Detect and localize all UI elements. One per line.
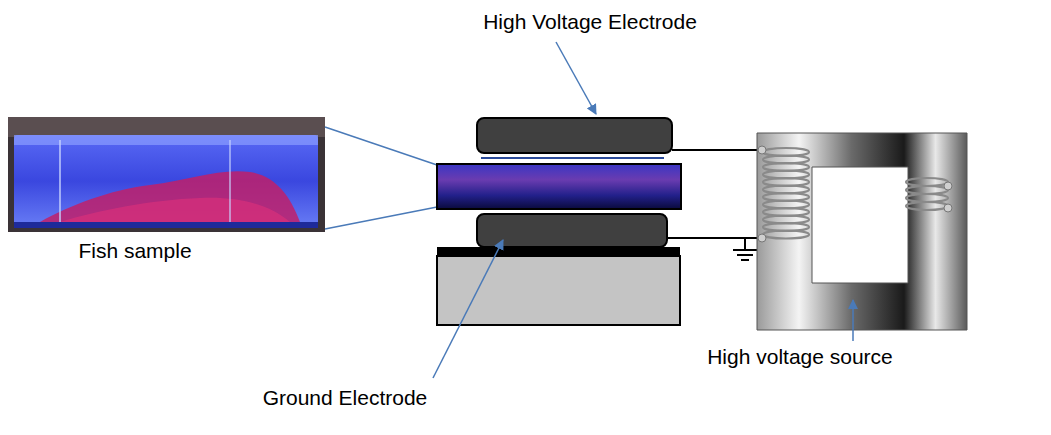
coil-turn <box>906 178 948 186</box>
terminal <box>758 234 766 242</box>
leader-arrow <box>852 300 854 341</box>
fish-fillet <box>60 198 290 222</box>
terminal <box>758 146 766 154</box>
sample-label: Fish sample <box>78 238 191 263</box>
coil-turn <box>906 186 948 194</box>
container-base <box>14 222 318 228</box>
high-voltage-electrode <box>477 118 672 153</box>
light-reflection <box>59 140 61 222</box>
photo-background <box>8 117 325 232</box>
light-reflection <box>229 140 231 222</box>
electrode-label: Ground Electrode <box>263 385 428 410</box>
source-label: High voltage source <box>707 344 893 369</box>
terminal <box>944 182 952 190</box>
ground-symbol <box>733 238 757 260</box>
sample-container <box>14 135 318 227</box>
electrode-label: High Voltage Electrode <box>483 9 697 34</box>
photo-background <box>8 117 325 137</box>
secondary-coil <box>906 178 948 210</box>
coil-turn <box>906 194 948 202</box>
terminal <box>944 204 952 212</box>
dielectric-film <box>481 157 664 159</box>
leader-line <box>325 207 437 229</box>
coil-turn <box>906 202 948 210</box>
base-block <box>437 256 680 325</box>
transformer <box>757 133 967 330</box>
transformer-core <box>757 133 967 330</box>
leader-arrow <box>433 240 503 378</box>
ground-electrode <box>477 214 667 247</box>
leader-line <box>325 127 437 165</box>
leader-arrow <box>556 42 596 114</box>
fish-fillet <box>40 171 300 222</box>
primary-coil <box>763 148 809 239</box>
wire <box>672 149 760 151</box>
sample-package <box>437 164 681 209</box>
wire <box>667 237 760 239</box>
base-plate <box>437 247 680 256</box>
coil-turn <box>763 231 809 239</box>
fish-photo <box>8 117 325 232</box>
